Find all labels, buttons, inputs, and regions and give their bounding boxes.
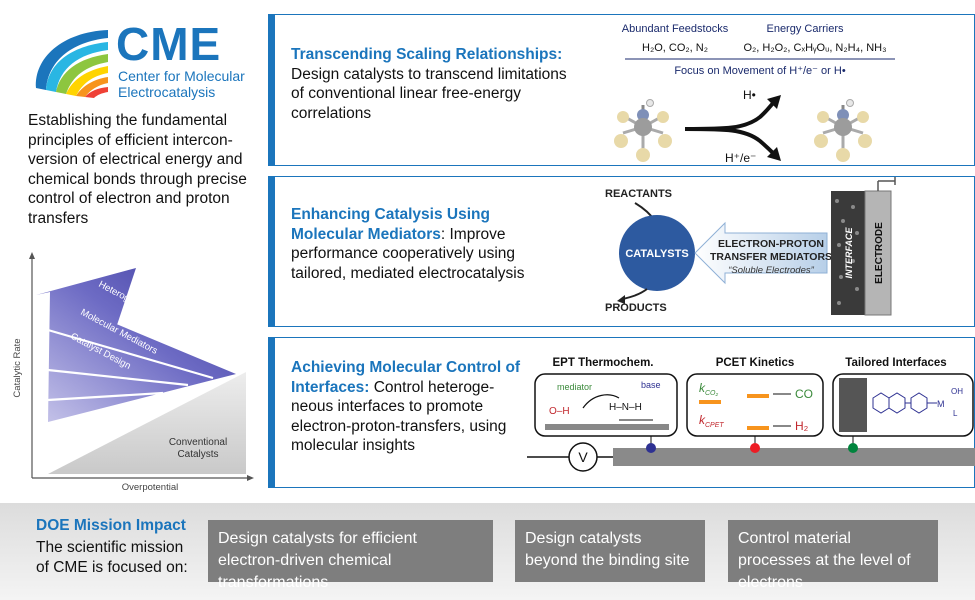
molecule-left-icon (614, 99, 672, 162)
n-h-group: H–N–H (609, 402, 642, 413)
panel-molecular-mediators: Enhancing Catalysis Using Molecular Medi… (268, 176, 975, 327)
mediator-label: ELECTRON-PROTON (718, 238, 824, 250)
conventional-label: Conventional (169, 437, 227, 448)
molecule-right-icon (814, 99, 872, 162)
panel-body: Design catalysts to transcend limitation… (291, 65, 567, 122)
base-text: base (641, 380, 661, 390)
feedstocks-list: H₂O, CO₂, N₂ (642, 42, 708, 54)
o-h-bond: O–H (549, 406, 570, 417)
mission-box: Design catalysts for efficient electron-… (208, 520, 493, 591)
reactants-label: REACTANTS (605, 188, 672, 200)
mediator-figure: REACTANTS CATALYSTS PRODUCTS ELECTRON-PR… (605, 177, 896, 316)
panel-text: Enhancing Catalysis Using Molecular Medi… (291, 205, 531, 283)
electrode-bar (613, 448, 975, 466)
interfaces-figure: EPT Thermochem. PCET Kinetics Tailored I… (527, 357, 975, 472)
carriers-list: O₂, H₂O₂, CₓHᵧOᵤ, N₂H₄, NH₃ (743, 42, 886, 54)
k-cpet-subscript: CPET (705, 422, 724, 429)
x-axis-arrowhead (247, 475, 254, 481)
product-co: CO (795, 387, 813, 401)
y-axis-arrowhead (29, 252, 35, 259)
k-co2: kCO₂ (699, 381, 719, 397)
molecular-structure-icon (872, 392, 937, 414)
cme-logo-mark-icon (35, 30, 108, 98)
electrode-label: ELECTRODE (874, 222, 885, 284)
focus-caption: Focus on Movement of H⁺/e⁻ or H• (674, 65, 846, 77)
interface-texture (835, 199, 859, 305)
products-arrowhead (617, 295, 625, 304)
pcet-surface-bar (699, 400, 721, 404)
logo-title: CME (116, 18, 222, 70)
arrow-band-separators (47, 328, 214, 402)
voltmeter-label: V (578, 449, 588, 465)
logo-subtitle: Electrocatalysis (118, 84, 216, 100)
branch-arrowhead-down (767, 147, 781, 161)
panel-title: Enhancing Catalysis Using Molecular Medi… (291, 206, 490, 243)
catalysis-rate-diagram: Catalytic Rate Overpotential Conventiona… (12, 252, 254, 493)
voltmeter-icon (568, 442, 598, 472)
panel-title: Transcending Scaling Relationships: (291, 46, 563, 63)
feedstocks-header: Abundant Feedstocks (622, 23, 729, 35)
k-co2-symbol: k (699, 381, 706, 395)
x-axis-label: Overpotential (122, 482, 179, 493)
branch-arrowhead-up (767, 95, 781, 109)
conventional-catalysts-region (48, 372, 246, 474)
contact-dot-blue (646, 443, 656, 453)
contact-dot-red (750, 443, 760, 453)
metal-center: M (937, 399, 945, 409)
mission-text: The scientific mission of CME is focused… (36, 539, 188, 576)
catalysts-circle (619, 215, 695, 291)
mission-box: Design catalysts beyond the binding site (515, 520, 705, 582)
panel-body: Control heteroge-neous interfaces to pro… (291, 378, 507, 455)
k-cpet-symbol: k (699, 413, 706, 427)
branch-arrow-icon (684, 99, 777, 157)
pcet-surface-bar (747, 426, 769, 430)
contact-dot-green (848, 443, 858, 453)
catalysts-label: CATALYSTS (625, 248, 688, 260)
interface-label: INTERFACE (844, 227, 854, 279)
mediator-label: TRANSFER MEDIATORS (710, 251, 832, 263)
carriers-header: Energy Carriers (766, 23, 844, 35)
products-label: PRODUCTS (605, 302, 667, 314)
intro-statement: Establishing the fundamental principles … (28, 112, 247, 227)
panel-text: Achieving Molecular Control of Interface… (291, 358, 531, 456)
ept-transfer-arrow (582, 394, 620, 409)
conventional-label: Catalysts (177, 449, 218, 460)
y-axis-label: Catalytic Rate (12, 338, 23, 397)
mediator-note: “Soluble Electrodes” (728, 265, 814, 276)
mission-title: DOE Mission Impact (36, 517, 186, 534)
col-title-interfaces: Tailored Interfaces (845, 357, 946, 369)
mission-box: Control material processes at the level … (728, 520, 938, 591)
panel-title: Achieving Molecular Control of Interface… (291, 359, 521, 396)
branch-label-bottom: H⁺/e⁻ (725, 151, 756, 165)
mediator-text: mediator (557, 382, 592, 392)
interface-graphite (839, 378, 867, 432)
products-arrow (622, 288, 648, 300)
k-cpet: kCPET (699, 413, 724, 429)
panel-body: : Improve performance cooperatively usin… (291, 225, 525, 282)
logo-subtitle: Center for Molecular (118, 68, 245, 84)
cme-logo: CME Center for Molecular Electrocatalysi… (22, 18, 262, 108)
col-title-pcet: PCET Kinetics (716, 357, 795, 369)
scaling-figure: Abundant Feedstocks Energy Carriers H₂O,… (614, 23, 895, 165)
ligand-label: OH (951, 387, 963, 396)
branch-label-top: H• (743, 88, 756, 102)
ligand-label: L (953, 409, 958, 418)
pcet-surface-bar (747, 394, 769, 398)
improvement-arrow (36, 268, 236, 422)
panel-scaling-relationships: Transcending Scaling Relationships: Desi… (268, 14, 975, 166)
mission-impact-band: DOE Mission Impact The scientific missio… (0, 503, 975, 600)
product-h2: H₂ (795, 419, 809, 433)
interfaces-box (832, 373, 974, 437)
panel-text: Transcending Scaling Relationships: Desi… (291, 45, 581, 123)
k-co2-subscript: CO₂ (705, 390, 719, 397)
electrode-block (864, 190, 892, 316)
mediator-arrow (694, 221, 828, 285)
col-title-ept: EPT Thermochem. (553, 357, 654, 369)
interface-layer (831, 191, 865, 315)
panel-molecular-interfaces: Achieving Molecular Control of Interface… (268, 337, 975, 488)
ept-surface (545, 424, 669, 430)
